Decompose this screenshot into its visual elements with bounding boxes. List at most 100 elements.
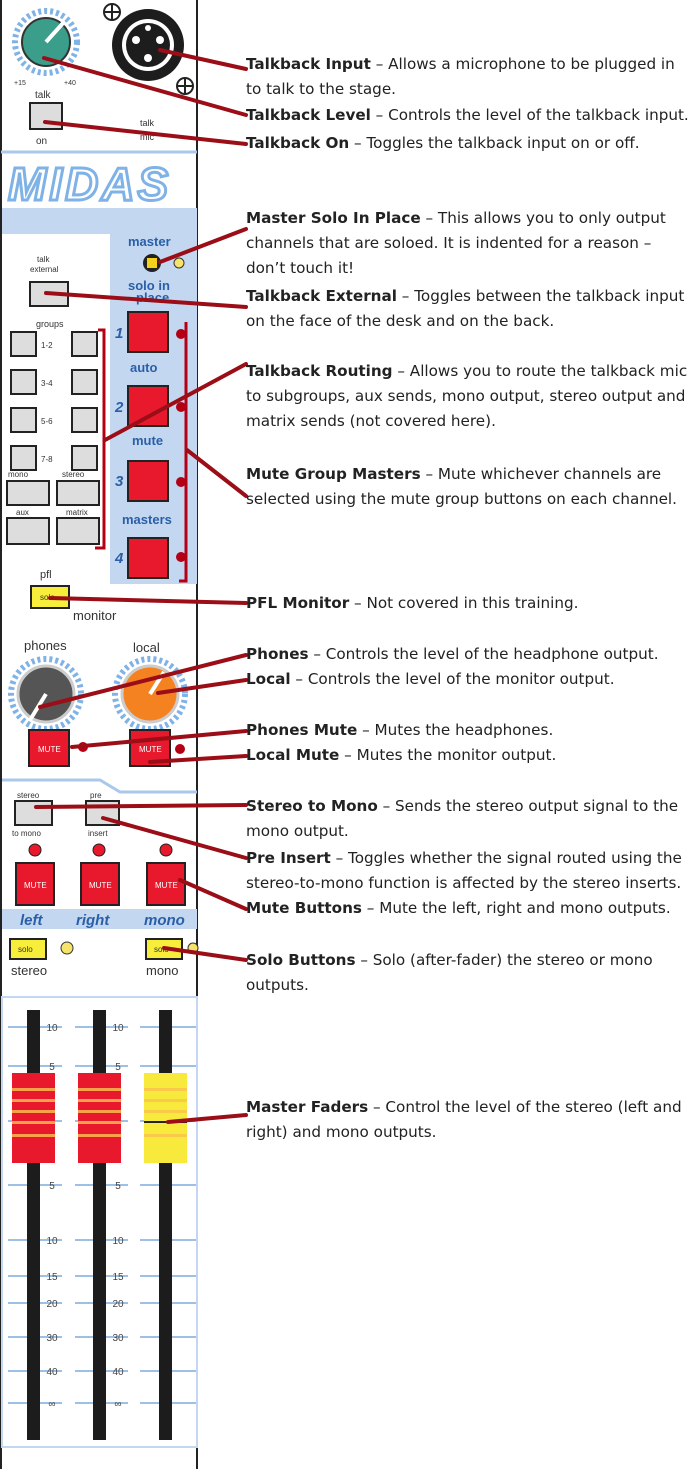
aux-route-button[interactable] (6, 517, 50, 545)
fader-scale-label: 5 (115, 1062, 121, 1073)
annotation-text: – Mutes the headphones. (357, 721, 554, 739)
output-left-label: left (20, 912, 44, 929)
talk-on-button[interactable] (29, 102, 63, 130)
annotation-local-mute: Local Mute – Mutes the monitor output. (246, 743, 694, 768)
fader-scale-label: 10 (112, 1236, 124, 1247)
mute-group-led (176, 477, 186, 487)
group-button[interactable] (71, 445, 98, 471)
pfl-label: pfl (40, 569, 52, 581)
annotation-text: – Toggles between the talkback input on … (246, 287, 685, 330)
mono-fader-cap[interactable] (144, 1073, 187, 1163)
mono-route-button[interactable] (6, 480, 50, 506)
mute-group-master-button[interactable] (127, 385, 169, 427)
annotation-title: Talkback Input (246, 55, 371, 73)
aux-route-label: aux (16, 508, 29, 517)
output-right-label: right (76, 912, 110, 929)
mute-group-master-button[interactable] (127, 537, 169, 579)
annotation-talkback-external: Talkback External – Toggles between the … (246, 284, 694, 334)
right-fader-cap[interactable] (78, 1073, 121, 1163)
annotation-mute-buttons: Mute Buttons – Mute the left, right and … (246, 896, 694, 921)
annotation-master-faders: Master Faders – Control the level of the… (246, 1095, 694, 1145)
annotation-title: Mute Group Masters (246, 465, 421, 483)
talk-mic-top-label: talk (140, 118, 155, 128)
routing-bracket (95, 328, 106, 550)
group-button[interactable] (71, 331, 98, 357)
group-button[interactable] (10, 369, 37, 395)
group-label: 5-6 (41, 417, 53, 426)
annotation-text: – Not covered in this training. (349, 594, 579, 612)
stereo-solo-label: solo (18, 945, 33, 954)
pre-insert-top-label: pre (90, 791, 102, 800)
solo-stereo-label: stereo (11, 963, 47, 978)
annotation-title: Talkback Level (246, 106, 371, 124)
mono-solo-label: solo (154, 945, 169, 954)
annotation-title: Phones Mute (246, 721, 358, 739)
talkback-input-xlr[interactable] (112, 9, 184, 81)
solo-in-place-label-2: place (136, 290, 169, 305)
annotation-text: – Allows a microphone to be plugged in t… (246, 55, 675, 98)
annotation-title: Local Mute (246, 746, 340, 764)
solo-in-place-led (173, 257, 185, 269)
group-button[interactable] (10, 331, 37, 357)
solo-in-place-label-1: solo in (128, 278, 170, 293)
console-strip: +15 +40 talk on talk mic MIDAS master so… (0, 0, 199, 1469)
talk-external-button[interactable] (29, 281, 69, 307)
phones-knob[interactable] (8, 656, 84, 732)
stereo-route-button[interactable] (56, 480, 100, 506)
stereo-solo-button[interactable] (9, 938, 47, 960)
groups-label: groups (36, 319, 64, 329)
annotation-phones: Phones – Controls the level of the headp… (246, 642, 694, 667)
mute-group-led (176, 552, 186, 562)
mute-group-master-button[interactable] (127, 460, 169, 502)
group-button[interactable] (71, 407, 98, 433)
annotation-title: Solo Buttons (246, 951, 356, 969)
left-mute-button[interactable] (15, 862, 55, 906)
annotation-title: Stereo to Mono (246, 797, 378, 815)
annotation-talkback-on: Talkback On – Toggles the talkback input… (246, 131, 694, 156)
group-button[interactable] (71, 369, 98, 395)
talk-mic-bottom-label: mic (140, 132, 154, 142)
pre-insert-button[interactable] (85, 800, 120, 826)
annotation-text: – Toggles the talkback input on or off. (349, 134, 640, 152)
annotation-pre-insert: Pre Insert – Toggles whether the signal … (246, 846, 694, 896)
annotation-text: – Allows you to route the talkback mic t… (246, 362, 688, 430)
talk-on-top-label: talk (35, 90, 52, 101)
annotation-mute-group-masters: Mute Group Masters – Mute whichever chan… (246, 462, 694, 512)
matrix-route-label: matrix (66, 508, 88, 517)
logo-band (2, 208, 197, 228)
left-fader-cap[interactable] (12, 1073, 55, 1163)
phones-mute-led (78, 742, 88, 752)
stereo-to-mono-bottom-label: to mono (12, 829, 41, 838)
fader-scale-label: 15 (46, 1272, 58, 1283)
group-button[interactable] (10, 407, 37, 433)
phones-mute-button[interactable] (28, 729, 70, 767)
matrix-route-button[interactable] (56, 517, 100, 545)
fader-scale-label: 40 (46, 1367, 58, 1378)
mute-group-master-button[interactable] (127, 311, 169, 353)
fader-scale-label: ∞ (114, 1399, 121, 1410)
annotation-text: – This allows you to only output channel… (246, 209, 666, 277)
mute-group-number: 3 (115, 473, 124, 490)
talk-external-top-label: talk (37, 255, 50, 264)
left-mute-label: MUTE (24, 881, 47, 890)
local-knob[interactable] (112, 656, 188, 732)
stereo-route-label: stereo (62, 470, 85, 479)
fader-scale-label: 20 (112, 1299, 124, 1310)
auto-label: auto (130, 360, 158, 375)
stereo-to-mono-button[interactable] (14, 800, 53, 826)
mono-route-label: mono (8, 470, 29, 479)
mute-group-number: 4 (114, 550, 124, 567)
talkback-level-knob[interactable] (12, 8, 80, 76)
monitor-label: monitor (73, 608, 117, 623)
fader-scale-label: 15 (112, 1272, 124, 1283)
fader-scale-label: ∞ (48, 1399, 55, 1410)
right-mute-button[interactable] (80, 862, 120, 906)
stereo-to-mono-top-label: stereo (17, 791, 40, 800)
annotation-stereo-to-mono: Stereo to Mono – Sends the stereo output… (246, 794, 694, 844)
annotation-pfl-monitor: PFL Monitor – Not covered in this traini… (246, 591, 694, 616)
master-solo-in-place-button[interactable] (143, 254, 161, 272)
midas-logo: MIDAS (8, 158, 171, 210)
annotation-talkback-routing: Talkback Routing – Allows you to route t… (246, 359, 694, 434)
annotation-text: – Solo (after-fader) the stereo or mono … (246, 951, 653, 994)
group-button[interactable] (10, 445, 37, 471)
